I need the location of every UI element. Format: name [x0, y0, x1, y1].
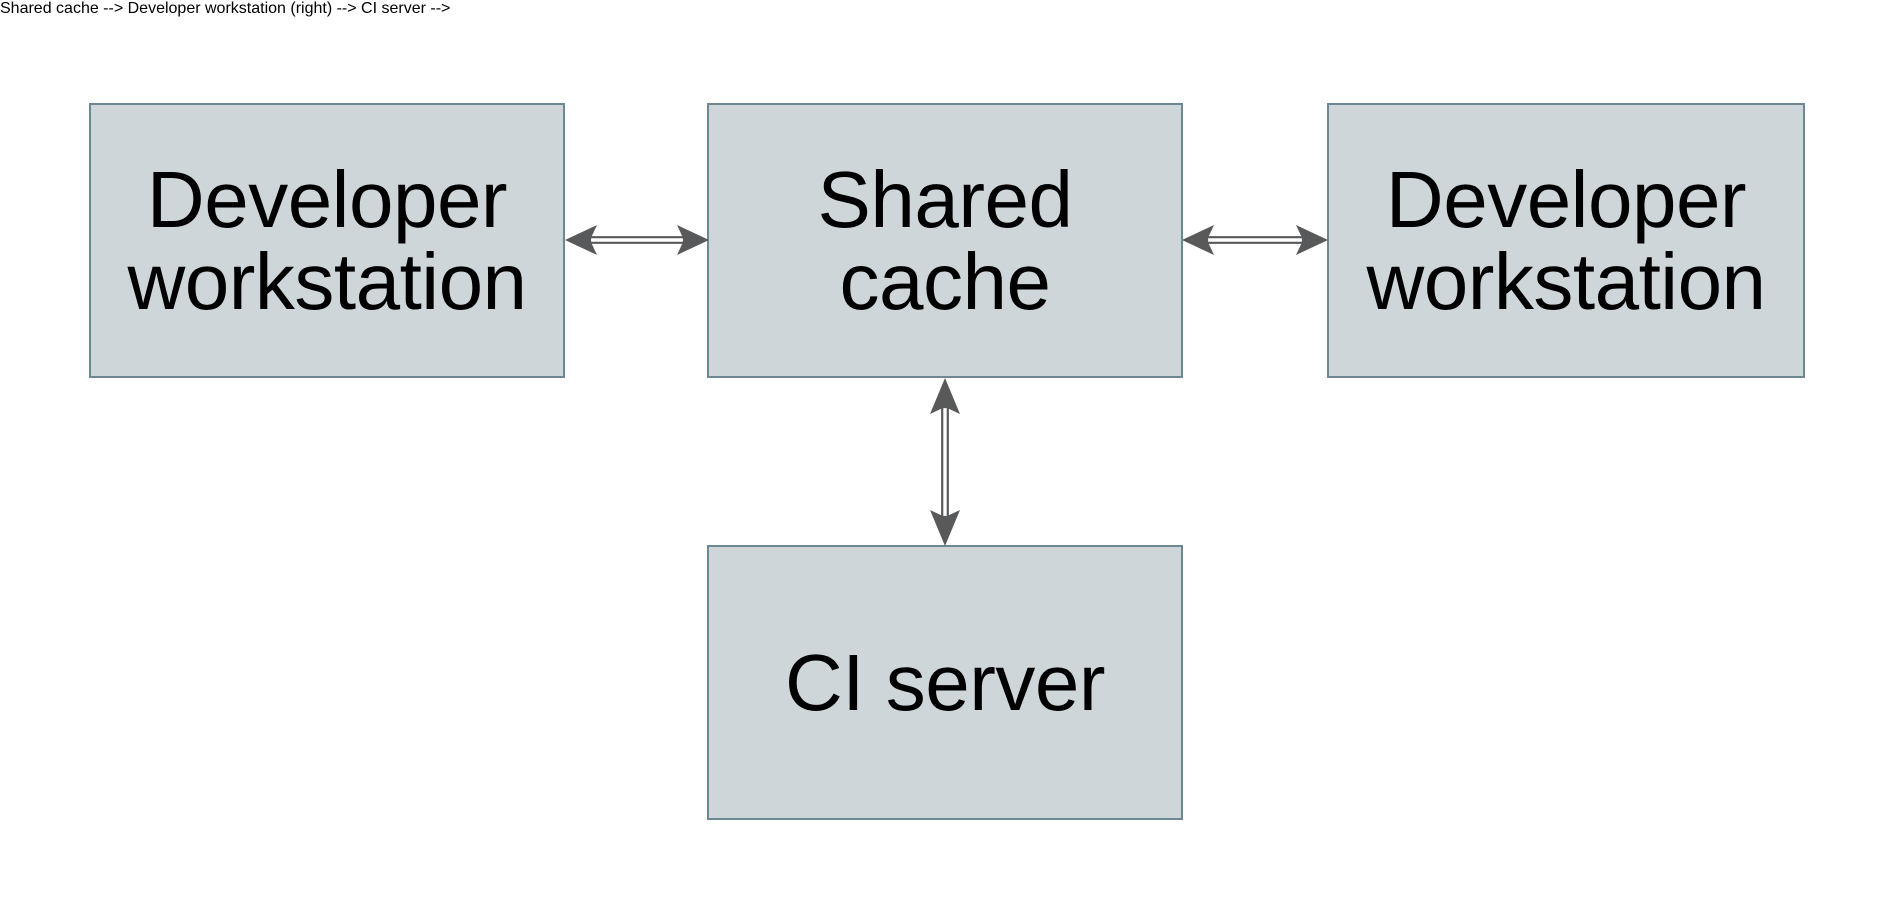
edge-shared-to-dev-right[interactable]: [1180, 216, 1330, 264]
node-ci-server[interactable]: CI server: [707, 545, 1183, 820]
node-label: Developer workstation: [1366, 154, 1766, 326]
double-arrow-icon: [930, 378, 960, 546]
double-arrow-icon: [565, 225, 709, 255]
node-label: Shared cache: [817, 154, 1073, 326]
node-developer-workstation-right[interactable]: Developer workstation: [1327, 103, 1805, 378]
node-developer-workstation-left[interactable]: Developer workstation: [89, 103, 565, 378]
edge-dev-left-to-shared[interactable]: [563, 216, 711, 264]
double-arrow-icon: [1182, 225, 1328, 255]
node-shared-cache[interactable]: Shared cache: [707, 103, 1183, 378]
node-label: CI server: [785, 637, 1106, 727]
node-label: Developer workstation: [127, 154, 527, 326]
edge-shared-to-ci[interactable]: [921, 376, 969, 548]
